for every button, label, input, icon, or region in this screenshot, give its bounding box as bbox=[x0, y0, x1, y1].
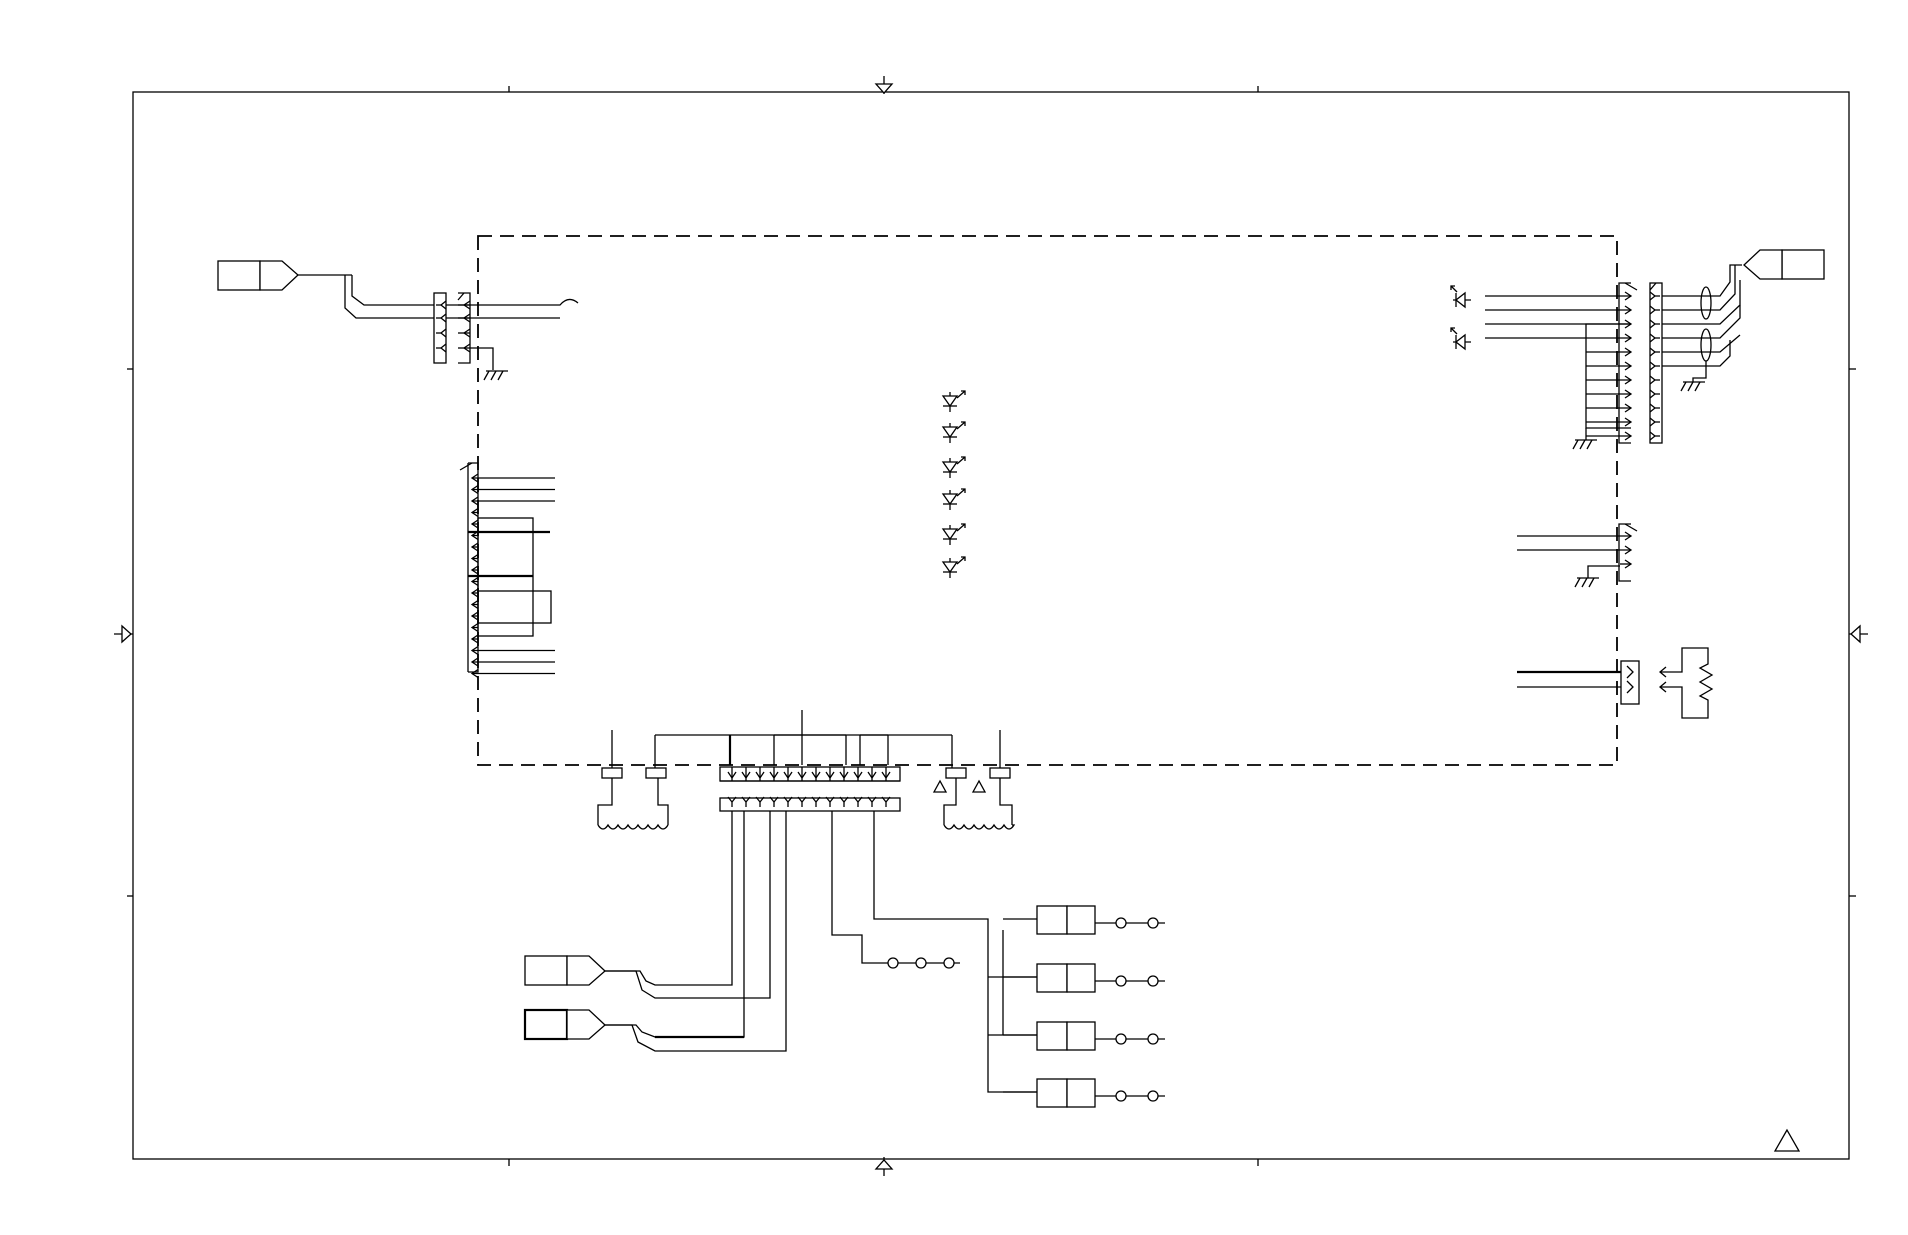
lamp-icon bbox=[943, 957, 955, 969]
connector-plug-bottom-left-2 bbox=[523, 811, 787, 1052]
connector-bottom-multipin bbox=[719, 710, 901, 812]
relay-group-bottom-right bbox=[873, 811, 1165, 1108]
relay-icon bbox=[1003, 1021, 1165, 1051]
lamp-icon bbox=[1115, 975, 1127, 987]
ground-icon bbox=[1572, 439, 1597, 450]
lamp-icon bbox=[1115, 917, 1127, 929]
lamp-icon bbox=[887, 957, 899, 969]
relay-icon bbox=[1003, 1078, 1165, 1108]
lamp-icon bbox=[1147, 1033, 1159, 1045]
bottom-center-marker-icon bbox=[874, 1157, 894, 1176]
connector-left-multipin bbox=[459, 462, 555, 679]
board-outline bbox=[477, 235, 1618, 766]
ground-icon bbox=[483, 370, 508, 381]
lamp-icon bbox=[1147, 917, 1159, 929]
left-center-marker-icon bbox=[114, 624, 133, 644]
led-icon bbox=[941, 390, 966, 412]
ground-icon bbox=[1574, 577, 1599, 588]
connector-housing-top-right bbox=[1485, 282, 1663, 444]
revision-triangle-icon bbox=[1773, 1128, 1801, 1152]
connector-bottom-right-small bbox=[932, 730, 1016, 830]
relay-icon bbox=[1003, 963, 1165, 993]
top-center-marker-icon bbox=[874, 76, 894, 94]
lamp-icon bbox=[1147, 1090, 1159, 1102]
connector-plug-top-right bbox=[1743, 249, 1825, 280]
led-column-center bbox=[941, 390, 966, 578]
connector-right-lower bbox=[1517, 660, 1640, 705]
led-icon bbox=[941, 523, 966, 545]
lamp-icon bbox=[915, 957, 927, 969]
leds-top-right bbox=[1450, 285, 1471, 351]
led-icon bbox=[941, 556, 966, 578]
led-icon bbox=[1450, 327, 1471, 351]
led-icon bbox=[941, 488, 966, 510]
lamp-icon bbox=[1115, 1090, 1127, 1102]
right-center-marker-icon bbox=[1849, 624, 1868, 644]
connector-housing-top-left bbox=[433, 292, 494, 370]
shielded-cable-top-right bbox=[1662, 264, 1742, 382]
connector-plug-top-left bbox=[217, 260, 579, 319]
ground-icon bbox=[1680, 381, 1705, 392]
led-icon bbox=[941, 421, 966, 443]
relay-icon bbox=[1003, 905, 1165, 935]
led-icon bbox=[1450, 285, 1471, 309]
lamp-icon bbox=[1115, 1033, 1127, 1045]
sheet-frame bbox=[127, 86, 1856, 1166]
lamp-branch-single bbox=[831, 811, 960, 969]
connector-plug-bottom-left-1 bbox=[524, 811, 771, 999]
heater-coil-icon bbox=[1658, 647, 1714, 719]
lamp-icon bbox=[1147, 975, 1159, 987]
connector-right-middle bbox=[1517, 523, 1638, 582]
led-icon bbox=[941, 456, 966, 478]
